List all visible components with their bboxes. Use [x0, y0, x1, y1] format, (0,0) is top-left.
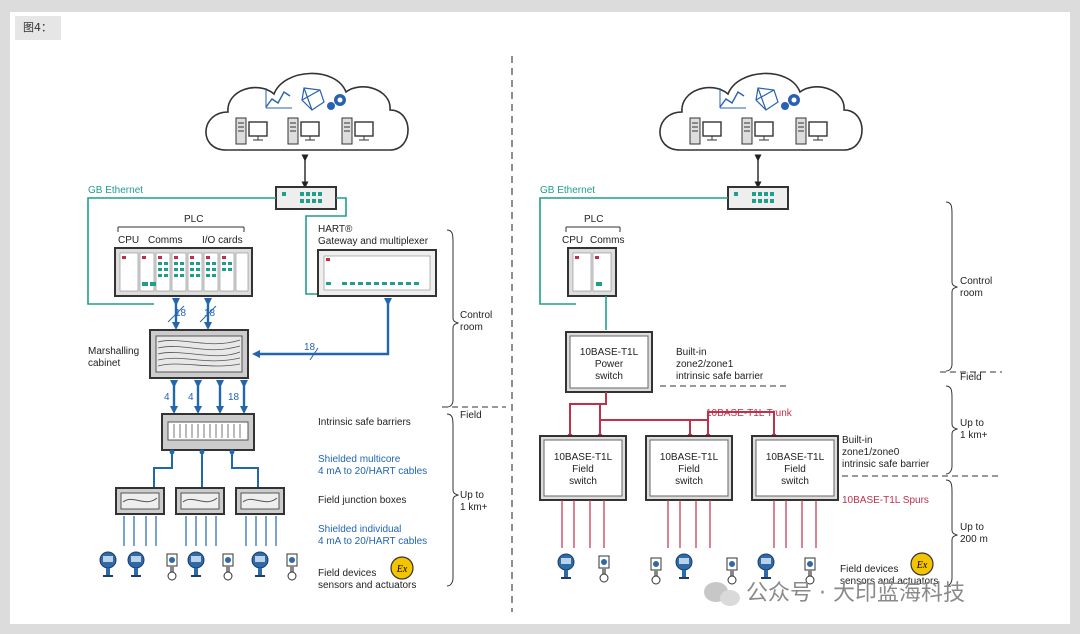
- plc-label: PLC: [584, 214, 603, 225]
- count-label: 18: [304, 342, 316, 353]
- field-switch: [645, 435, 733, 501]
- cpu-label: CPU: [562, 235, 583, 246]
- cpu-label: CPU: [118, 235, 139, 246]
- network-icon: [301, 87, 325, 111]
- field-switch-label: Field: [678, 464, 700, 475]
- individual-label: Shielded individual: [318, 524, 401, 535]
- field-devices-label: Field devices: [318, 568, 376, 579]
- gb-ethernet-label: GB Ethernet: [88, 185, 143, 196]
- zone-field-label: Field: [460, 410, 482, 421]
- transmitter-icon: [675, 553, 693, 579]
- zone-control-label: room: [460, 322, 483, 333]
- field-switch-label: 10BASE-T1L: [660, 452, 719, 463]
- comms-label: Comms: [148, 235, 182, 246]
- zone-control-label: room: [960, 288, 983, 299]
- transmitter-icon: [757, 553, 775, 579]
- builtin-barrier-label: Built-in: [676, 347, 707, 358]
- marshalling-label: Marshalling: [88, 346, 139, 357]
- zone-control-label: Control: [460, 310, 492, 321]
- count-label: 4: [164, 392, 170, 403]
- field-switch: [539, 435, 627, 501]
- field-switch-label: Field: [572, 464, 594, 475]
- junction-box: [235, 487, 285, 515]
- power-switch-label: 10BASE-T1L: [580, 347, 639, 358]
- svg-text:Ex: Ex: [396, 564, 408, 575]
- ethernet-switch: [727, 186, 789, 210]
- sensor-icon: [650, 557, 662, 585]
- gear-icon: [781, 94, 800, 110]
- count-label: 18: [204, 308, 216, 319]
- multicore-label: Shielded multicore: [318, 454, 401, 465]
- spurs-label: 10BASE-T1L Spurs: [842, 495, 929, 506]
- trunk-label: 10BASE-T1L Trunk: [706, 408, 793, 419]
- individual-label: 4 mA to 20/HART cables: [318, 536, 427, 547]
- figure-frame: [10, 12, 1070, 624]
- field-devices-label: sensors and actuators: [318, 580, 416, 591]
- power-switch-label: Power: [595, 359, 624, 370]
- field-switch: [751, 435, 839, 501]
- chart-icon: [265, 90, 291, 108]
- builtin-barrier-label: zone2/zone1: [676, 359, 734, 370]
- hart-label: HART®: [318, 224, 353, 235]
- count-label: 4: [188, 392, 194, 403]
- zone-control-label: Control: [960, 276, 992, 287]
- field-devices-label: Field devices: [840, 564, 898, 575]
- ex-icon: Ex: [910, 552, 934, 576]
- transmitter-icon: [187, 551, 205, 577]
- field-switch-label: Field: [784, 464, 806, 475]
- svg-text:Ex: Ex: [916, 560, 928, 571]
- watermark: 公众号 · 大印蓝海科技: [746, 581, 965, 606]
- transmitter-icon: [99, 551, 117, 577]
- field-devices-label: sensors and actuators: [840, 576, 938, 587]
- builtin-barrier-label: Built-in: [842, 435, 873, 446]
- field-switch-label: switch: [569, 476, 597, 487]
- field-switch-label: 10BASE-T1L: [766, 452, 825, 463]
- plc-label: PLC: [184, 214, 203, 225]
- zone-up-label: Up to: [460, 490, 484, 501]
- builtin-barrier-label: zone1/zone0: [842, 447, 900, 458]
- hart-gateway-label: Gateway and multiplexer: [318, 236, 429, 247]
- transmitter-icon: [251, 551, 269, 577]
- field-switch-label: switch: [675, 476, 703, 487]
- sensor-icon: [166, 553, 178, 581]
- zone-field-label: Field: [960, 372, 982, 383]
- chart-icon: [719, 90, 745, 108]
- valve-icon: [726, 557, 738, 585]
- valve-icon: [222, 553, 234, 581]
- sensor-icon: [598, 555, 610, 583]
- ex-icon: Ex: [390, 556, 414, 580]
- zone-up-label: Up to: [960, 418, 984, 429]
- zone-up-label: 1 km+: [460, 502, 488, 513]
- gb-ethernet-label: GB Ethernet: [540, 185, 595, 196]
- comms-label: Comms: [590, 235, 624, 246]
- multicore-label: 4 mA to 20/HART cables: [318, 466, 427, 477]
- builtin-barrier-label: intrinsic safe barrier: [676, 371, 764, 382]
- power-switch-label: switch: [595, 371, 623, 382]
- wechat-icon: [704, 582, 740, 606]
- junction-box: [175, 487, 225, 515]
- zone-up-label: Up to: [960, 522, 984, 533]
- transmitter-icon: [557, 553, 575, 579]
- network-icon: [755, 87, 779, 111]
- marshalling-label: cabinet: [88, 358, 120, 369]
- io-cards-label: I/O cards: [202, 235, 243, 246]
- ethernet-switch: [275, 186, 337, 210]
- junction-boxes-label: Field junction boxes: [318, 495, 406, 506]
- count-label: 18: [228, 392, 240, 403]
- actuator-icon: [286, 553, 298, 581]
- junction-box: [115, 487, 165, 515]
- gear-icon: [327, 94, 346, 110]
- field-switch-label: 10BASE-T1L: [554, 452, 613, 463]
- zone-up-label: 1 km+: [960, 430, 988, 441]
- builtin-barrier-label: intrinsic safe barrier: [842, 459, 930, 470]
- safe-barriers-label: Intrinsic safe barriers: [318, 417, 411, 428]
- zone-up-label: 200 m: [960, 534, 988, 545]
- figure-tag: 图4：: [15, 16, 61, 40]
- field-switch-label: switch: [781, 476, 809, 487]
- transmitter-icon: [127, 551, 145, 577]
- count-label: 18: [175, 308, 187, 319]
